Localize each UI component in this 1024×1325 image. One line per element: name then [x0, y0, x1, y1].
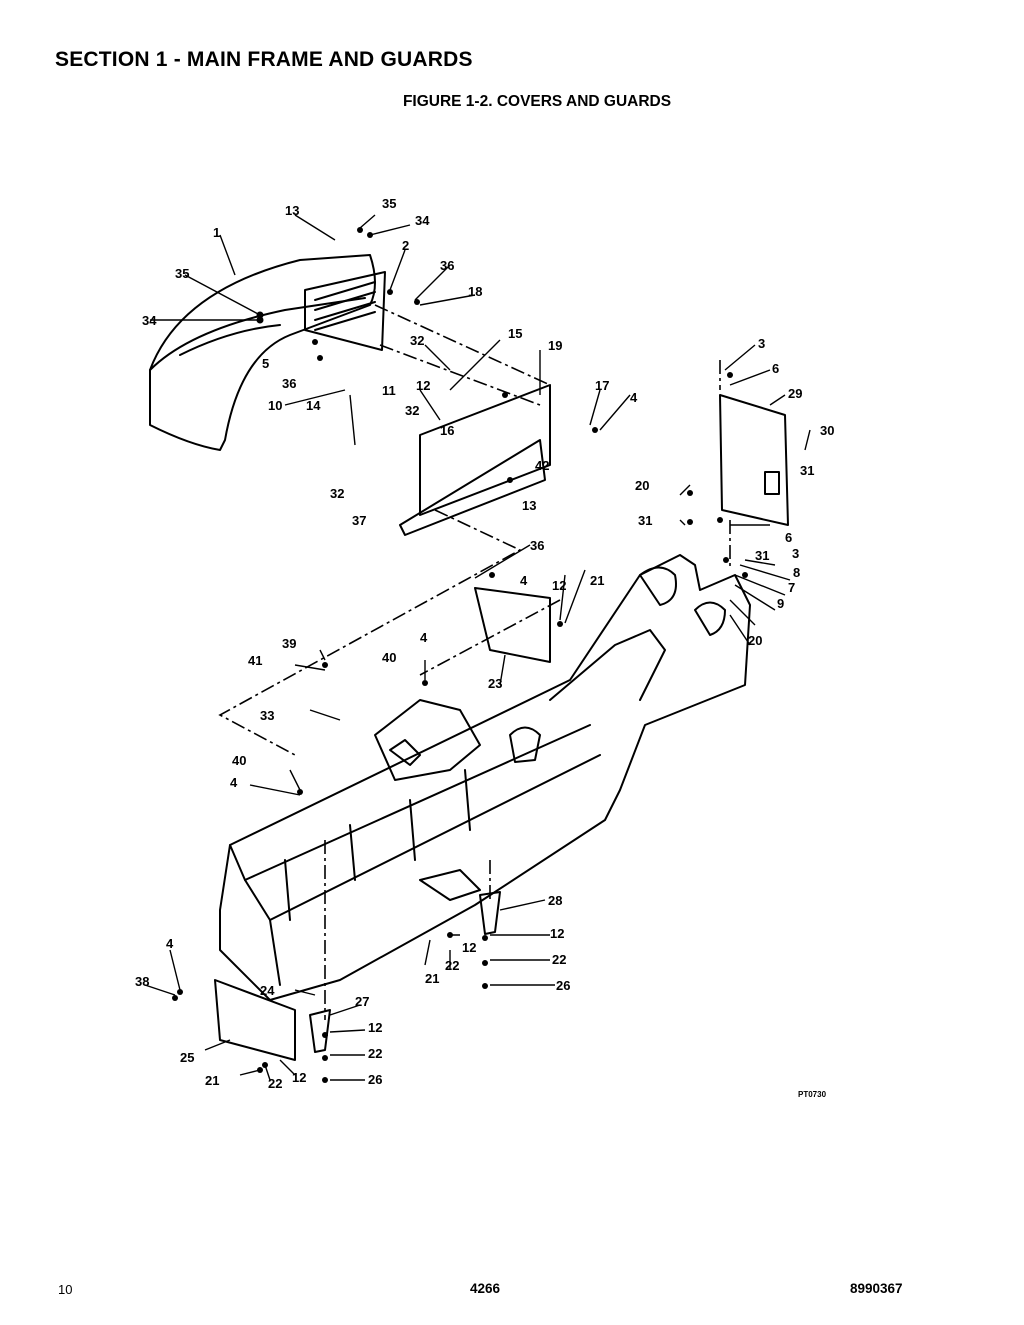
callout-label: 35	[382, 196, 396, 211]
callout-label: 5	[262, 356, 269, 371]
callout-label: 3	[758, 336, 765, 351]
callout-label: 21	[590, 573, 604, 588]
callout-label: 1	[213, 225, 220, 240]
callout-label: 31	[638, 513, 652, 528]
callout-label: 8	[793, 565, 800, 580]
callout-label: 26	[556, 978, 570, 993]
callout-label: 4	[420, 630, 428, 645]
top-cover-shape	[149, 254, 376, 451]
callout-label: 22	[268, 1076, 282, 1091]
plate-23-shape	[474, 587, 551, 663]
callout-label: 42	[535, 458, 549, 473]
side-guard-shape	[719, 394, 789, 526]
rear-plate-shape	[399, 439, 546, 536]
callout-label: 21	[205, 1073, 219, 1088]
callout-label: 22	[368, 1046, 382, 1061]
exploded-parts-drawing: 13 35 34 1 2 36 18 35 34 5 36 15 19 32 1…	[120, 180, 860, 1110]
callout-label: 12	[552, 578, 566, 593]
callout-label: 20	[748, 633, 762, 648]
callout-label: 36	[530, 538, 544, 553]
callout-label: 34	[142, 313, 157, 328]
callout-label: 4	[520, 573, 528, 588]
callout-label: 24	[260, 983, 275, 998]
callout-label: 18	[468, 284, 482, 299]
bracket-27-shape	[309, 1009, 331, 1053]
callout-label: 16	[440, 423, 454, 438]
callout-label: 15	[508, 326, 522, 341]
callout-label: 40	[232, 753, 246, 768]
callout-label: 4	[630, 390, 638, 405]
callout-label: 13	[285, 203, 299, 218]
callout-label: 6	[772, 361, 779, 376]
section-title: SECTION 1 - MAIN FRAME AND GUARDS	[55, 48, 473, 71]
callout-label: 6	[785, 530, 792, 545]
callout-label: 36	[440, 258, 454, 273]
parts-diagram: 13 35 34 1 2 36 18 35 34 5 36 15 19 32 1…	[135, 196, 834, 1091]
figure-title: FIGURE 1-2. COVERS AND GUARDS	[402, 93, 672, 110]
callout-label: 32	[330, 486, 344, 501]
callout-label: 37	[352, 513, 366, 528]
page-number: 10	[58, 1282, 73, 1297]
callout-label: 11	[382, 383, 396, 398]
callout-label: 12	[462, 940, 476, 955]
callout-label: 31	[800, 463, 814, 478]
callout-label: 32	[410, 333, 424, 348]
callout-label: 22	[552, 952, 566, 967]
callout-label: 29	[788, 386, 802, 401]
callout-label: 13	[522, 498, 536, 513]
callout-label: 40	[382, 650, 396, 665]
callout-label: 25	[180, 1050, 194, 1065]
callout-label: 4	[230, 775, 238, 790]
front-guard-shape	[214, 979, 296, 1061]
bracket-28-shape	[479, 891, 501, 935]
callout-label: 23	[488, 676, 502, 691]
callout-label: 41	[248, 653, 262, 668]
callout-label: 34	[415, 213, 430, 228]
callout-label: 26	[368, 1072, 382, 1087]
callout-label: 33	[260, 708, 274, 723]
callout-label: 14	[306, 398, 321, 413]
callout-label: 9	[777, 596, 784, 611]
callout-label: 31	[755, 548, 769, 563]
callout-label: 4	[166, 936, 174, 951]
callout-label: 17	[595, 378, 609, 393]
callout-label: 28	[548, 893, 562, 908]
part-number: 8990367	[850, 1281, 903, 1296]
callout-label: 19	[548, 338, 562, 353]
callout-label: 12	[292, 1070, 306, 1085]
callout-label: 30	[820, 423, 834, 438]
callout-label: 22	[445, 958, 459, 973]
callout-label: 39	[282, 636, 296, 651]
callout-label: 3	[792, 546, 799, 561]
callout-label: 21	[425, 971, 439, 986]
callout-label: 12	[550, 926, 564, 941]
grille-panel-shape	[304, 271, 386, 351]
callout-label: 36	[282, 376, 296, 391]
callout-label: 7	[788, 580, 795, 595]
model-number: 4266	[470, 1281, 501, 1296]
callout-label: 38	[135, 974, 149, 989]
callout-label: 12	[368, 1020, 382, 1035]
main-frame-shape	[219, 554, 751, 1001]
callout-label: 2	[402, 238, 409, 253]
callout-label: 27	[355, 994, 369, 1009]
callout-label: 35	[175, 266, 189, 281]
callout-label: 10	[268, 398, 282, 413]
callout-label: 32	[405, 403, 419, 418]
callout-label: 12	[416, 378, 430, 393]
callout-label: 20	[635, 478, 649, 493]
plate-number: PT0730	[798, 1090, 827, 1099]
